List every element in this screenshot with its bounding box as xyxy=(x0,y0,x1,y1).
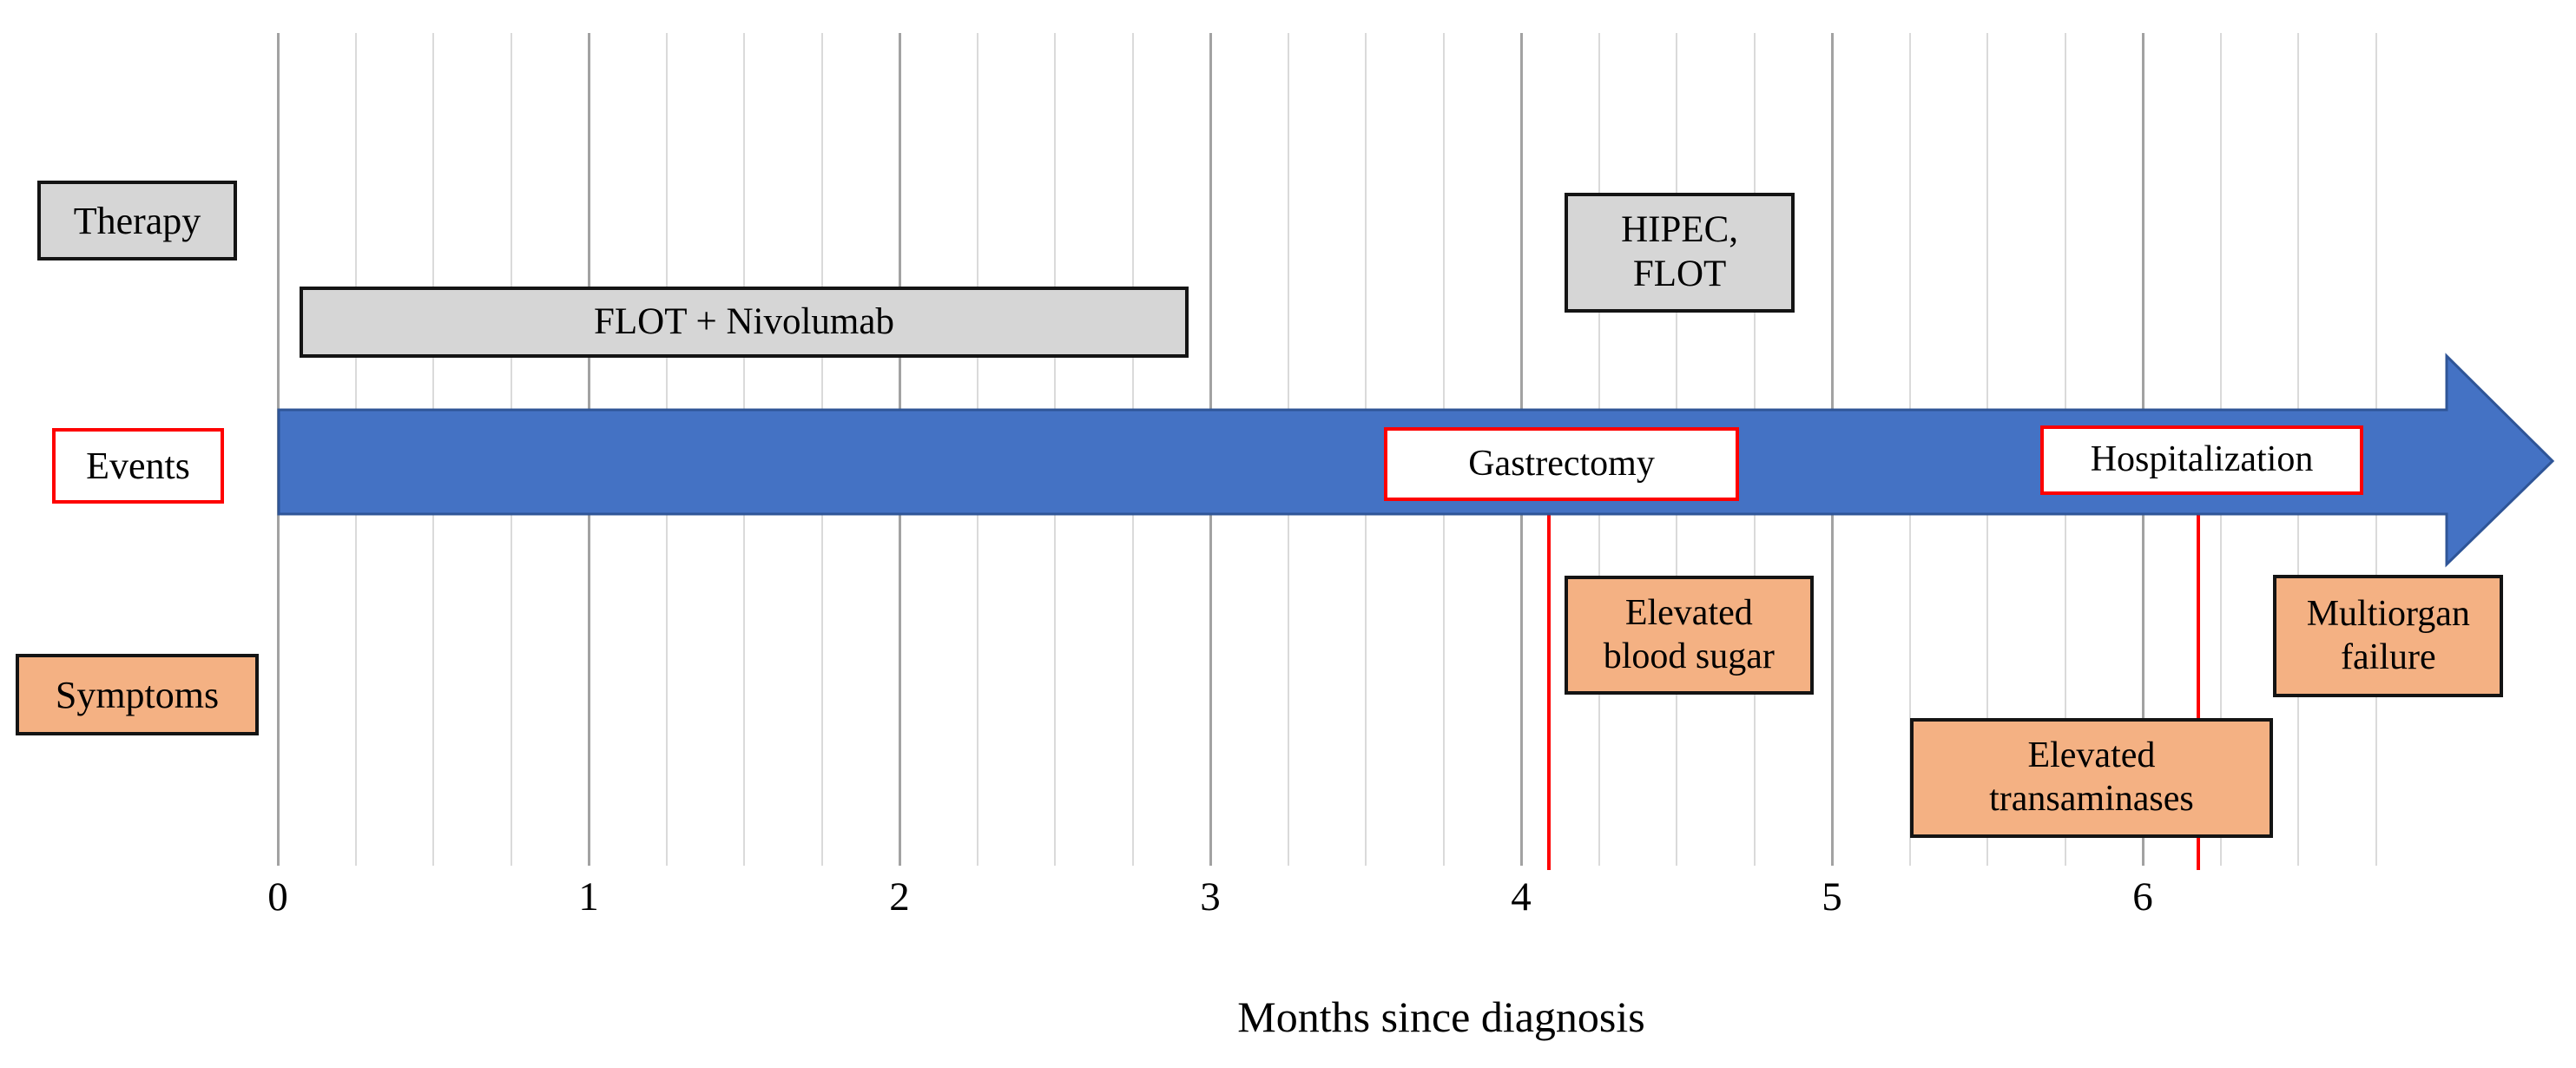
therapy-box-hipec-flot: HIPEC,FLOT xyxy=(1565,193,1795,313)
x-tick-label: 2 xyxy=(889,874,910,920)
timeline-box-text-line: failure xyxy=(2341,636,2436,677)
symptoms-label-text: Symptoms xyxy=(55,673,220,716)
x-tick-label: 1 xyxy=(578,874,599,920)
x-tick-label: 0 xyxy=(267,874,288,920)
x-tick-label: 3 xyxy=(1200,874,1221,920)
x-tick-label: 6 xyxy=(2132,874,2153,920)
events-label-text: Events xyxy=(86,445,190,487)
events-box-hospitalization: Hospitalization xyxy=(2039,425,2364,495)
therapy-box-flot-nivolumab: FLOT + Nivolumab xyxy=(300,287,1189,358)
timeline-box-text-line: HIPEC, xyxy=(1621,209,1739,251)
timeline-box-text-line: blood sugar xyxy=(1603,636,1775,676)
x-tick-label: 4 xyxy=(1511,874,1532,920)
therapy-label-text: Therapy xyxy=(73,199,201,242)
timeline-box-text-line: FLOT xyxy=(1632,254,1727,294)
timeline-box-text-line: Elevated xyxy=(2027,735,2156,776)
timeline-box-text-line: Elevated xyxy=(1624,592,1753,633)
timeline-box-text-line: transaminases xyxy=(1989,779,2194,819)
event-marker-line-gastrectomy xyxy=(1547,498,1552,870)
row-label-therapy: Therapy xyxy=(37,181,237,260)
row-label-symptoms: Symptoms xyxy=(16,654,259,735)
row-label-events: Events xyxy=(52,428,224,504)
event-marker-line-hospitalization xyxy=(2197,491,2201,870)
x-axis-title: Months since diagnosis xyxy=(1237,992,1645,1041)
x-tick-label: 5 xyxy=(1822,874,1842,920)
timeline-box-text-line: Multiorgan xyxy=(2306,593,2470,634)
events-box-gastrectomy: Gastrectomy xyxy=(1384,427,1739,501)
